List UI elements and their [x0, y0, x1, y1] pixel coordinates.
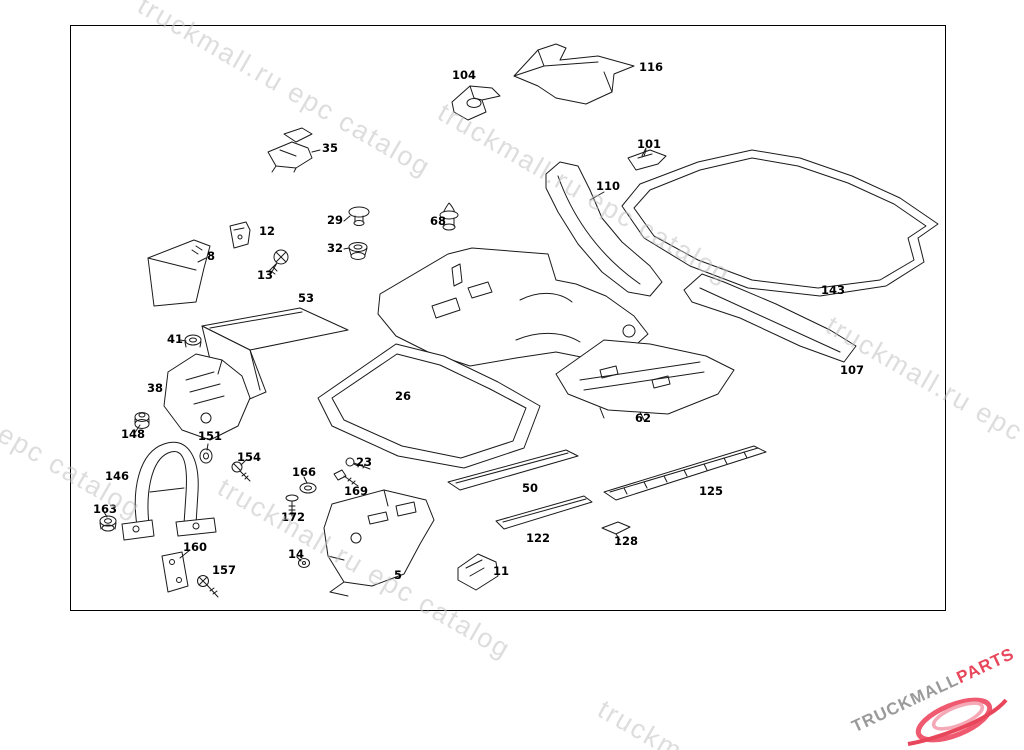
- part-label-35: 35: [322, 141, 339, 155]
- part-68-drawing: [440, 203, 458, 230]
- part-label-8: 8: [207, 249, 216, 263]
- part-label-32: 32: [327, 241, 344, 255]
- part-41-drawing: [185, 335, 201, 347]
- part-13-drawing: [270, 250, 288, 275]
- part-157-drawing: [198, 576, 219, 598]
- part-label-12: 12: [259, 224, 276, 238]
- part-172-drawing: [286, 495, 298, 516]
- part-8-drawing: [148, 240, 210, 306]
- part-166-drawing: [300, 483, 316, 493]
- part-label-38: 38: [147, 381, 164, 395]
- part-107-drawing: [684, 274, 856, 362]
- part-128-drawing: [602, 522, 630, 540]
- part-110-drawing: [546, 162, 662, 296]
- part-label-151: 151: [198, 429, 223, 443]
- part-label-143: 143: [821, 283, 846, 297]
- part-label-14: 14: [288, 547, 305, 561]
- part-11-drawing: [458, 554, 498, 590]
- part-29-drawing: [349, 207, 369, 226]
- part-125-drawing: [604, 446, 766, 500]
- part-label-26: 26: [395, 389, 412, 403]
- part-label-62: 62: [635, 411, 652, 425]
- part-label-23: 23: [356, 455, 373, 469]
- part-label-68: 68: [430, 214, 447, 228]
- part-143-drawing: [622, 150, 938, 296]
- part-label-157: 157: [212, 563, 237, 577]
- part-label-116: 116: [639, 60, 664, 74]
- part-12-drawing: [230, 222, 250, 248]
- part-label-122: 122: [526, 531, 551, 545]
- part-35-drawing: [268, 128, 312, 172]
- part-169-drawing: [334, 470, 358, 486]
- part-116-drawing: [514, 44, 634, 104]
- part-label-160: 160: [183, 540, 208, 554]
- part-32-drawing: [349, 243, 367, 260]
- part-label-50: 50: [522, 481, 539, 495]
- part-122-drawing: [496, 496, 592, 529]
- part-154-drawing: [232, 462, 250, 481]
- part-label-163: 163: [93, 502, 118, 516]
- brand-swoosh-icon: [892, 680, 1017, 750]
- part-label-148: 148: [121, 427, 146, 441]
- leader-lines: [104, 148, 646, 561]
- part-50-drawing: [448, 450, 578, 490]
- part-label-11: 11: [493, 564, 510, 578]
- part-label-53: 53: [298, 291, 315, 305]
- part-label-125: 125: [699, 484, 724, 498]
- part-label-107: 107: [840, 363, 865, 377]
- part-label-41: 41: [167, 332, 184, 346]
- part-label-172: 172: [281, 510, 306, 524]
- part-label-166: 166: [292, 465, 317, 479]
- part-label-154: 154: [237, 450, 262, 464]
- part-label-169: 169: [344, 484, 369, 498]
- part-101-drawing: [628, 150, 666, 170]
- part-label-5: 5: [394, 568, 403, 582]
- part-104-drawing: [452, 86, 500, 120]
- part-53-drawing: [202, 308, 348, 404]
- part-label-29: 29: [327, 213, 344, 227]
- part-label-128: 128: [614, 534, 639, 548]
- part-160-drawing: [162, 552, 188, 592]
- part-26-drawing: [318, 344, 540, 468]
- part-label-101: 101: [637, 137, 662, 151]
- part-151-drawing: [200, 449, 212, 463]
- part-label-13: 13: [257, 268, 274, 282]
- part-label-110: 110: [596, 179, 621, 193]
- part-148-drawing: [135, 413, 149, 429]
- center-carpet-drawing: [378, 248, 648, 366]
- part-38-drawing: [164, 354, 250, 440]
- part-62-drawing: [556, 340, 734, 420]
- part-146-drawing: [122, 442, 216, 540]
- part-5-drawing: [324, 490, 434, 596]
- part-163-drawing: [100, 516, 116, 531]
- part-label-146: 146: [105, 469, 130, 483]
- part-label-104: 104: [452, 68, 477, 82]
